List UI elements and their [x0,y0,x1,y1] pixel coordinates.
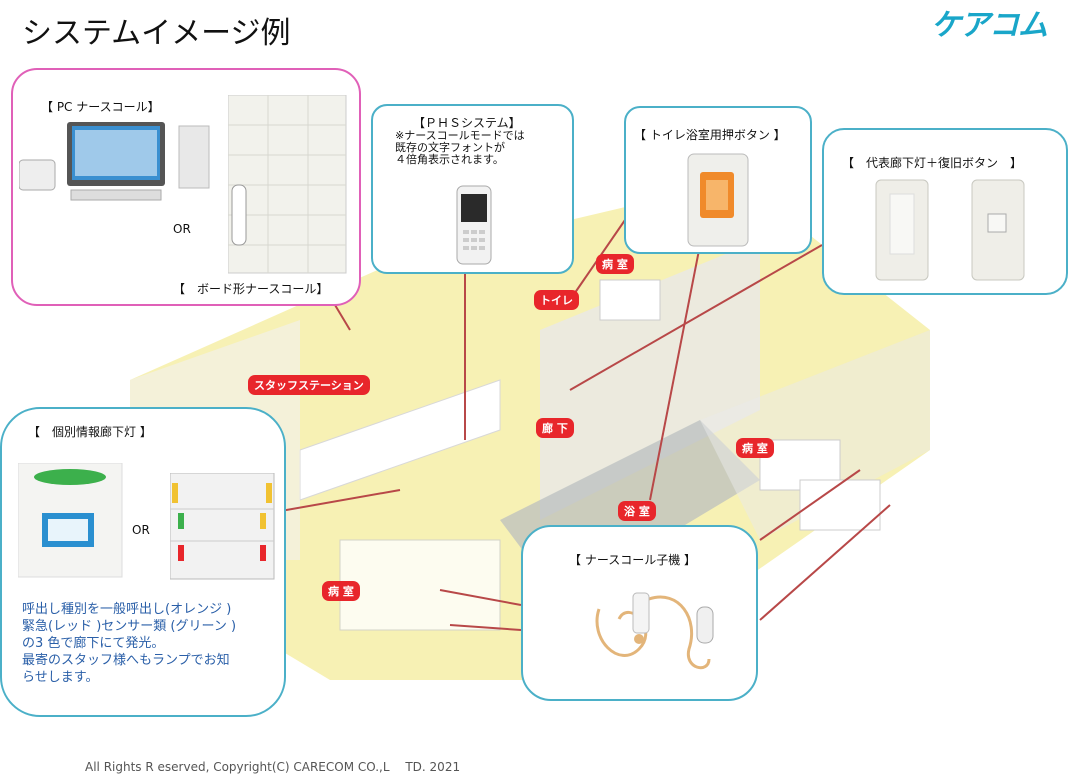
phs-system-note: ※ナースコールモードでは 既存の文字フォントが ４倍角表示されます。 [395,129,525,166]
room-bed-area [339,539,501,631]
individual-corridor-lamp-panel: 【 個別情報廊下灯 】 OR 呼出し種別を一般呼出し(オレンジ ) 緊急(レッド… [0,407,286,717]
nurse-call-handset-panel: 【 ナースコール子機 】 [521,525,758,701]
phs-system-panel: 【ＰＨＳシステム】 ※ナースコールモードでは 既存の文字フォントが ４倍角表示さ… [371,104,574,274]
tag-room-3: 病 室 [322,581,360,601]
board-nurse-call-icon [228,95,347,274]
bed-right-2 [799,479,881,531]
pc-monitor-icon [19,122,210,201]
nurse-call-handset-icon [595,592,714,670]
pc-nurse-call-label: 【 PC ナースコール】 [41,100,160,114]
toilet-bath-button-panel: 【 トイレ浴室用押ボタン 】 [624,106,812,254]
board-nurse-call-label: 【 ボード形ナースコール】 [173,282,329,296]
pc-nurse-call-panel: 【 PC ナースコール】 OR 【 ボード形ナースコール】 [11,68,361,306]
individual-corridor-lamp-label: 【 個別情報廊下灯 】 [28,425,152,439]
nurse-call-handset-label: 【 ナースコール子機 】 [569,553,697,567]
page-title: システムイメージ例 [22,16,291,51]
tag-bath: 浴 室 [618,501,656,521]
tag-room-1: 病 室 [596,254,634,274]
corridor-lamp-reset-panel: 【 代表廊下灯＋復旧ボタン 】 [822,128,1068,295]
call-push-button-icon [687,153,749,247]
copyright-footer: All Rights R eserved, Copyright(C) CAREC… [85,760,461,774]
tag-corridor: 廊 下 [536,418,574,438]
multi-color-corridor-lamp-icon [170,473,275,580]
reset-button-icon [971,179,1025,281]
corridor-lamp-icon [875,179,929,281]
tag-staff-station: スタッフステーション [248,375,370,395]
connector-lines [274,219,891,631]
bed-top [599,279,661,321]
info-corridor-lamp-icon [18,463,123,578]
pc-or-label: OR [173,222,191,236]
right-wall [700,330,930,540]
room-wall [540,240,760,520]
phs-handset-icon [456,185,492,265]
carecom-logo: ケアコム [931,8,1048,43]
toilet-bath-button-label: 【 トイレ浴室用押ボタン 】 [634,128,786,142]
individual-or-label: OR [132,523,150,537]
phs-system-label: 【ＰＨＳシステム】 [413,116,521,130]
individual-lamp-note: 呼出し種別を一般呼出し(オレンジ ) 緊急(レッド )センサー類 (グリーン )… [22,602,237,685]
tag-room-2: 病 室 [736,438,774,458]
tag-toilet: トイレ [534,290,579,310]
corridor-lamp-reset-label: 【 代表廊下灯＋復旧ボタン 】 [842,156,1023,170]
